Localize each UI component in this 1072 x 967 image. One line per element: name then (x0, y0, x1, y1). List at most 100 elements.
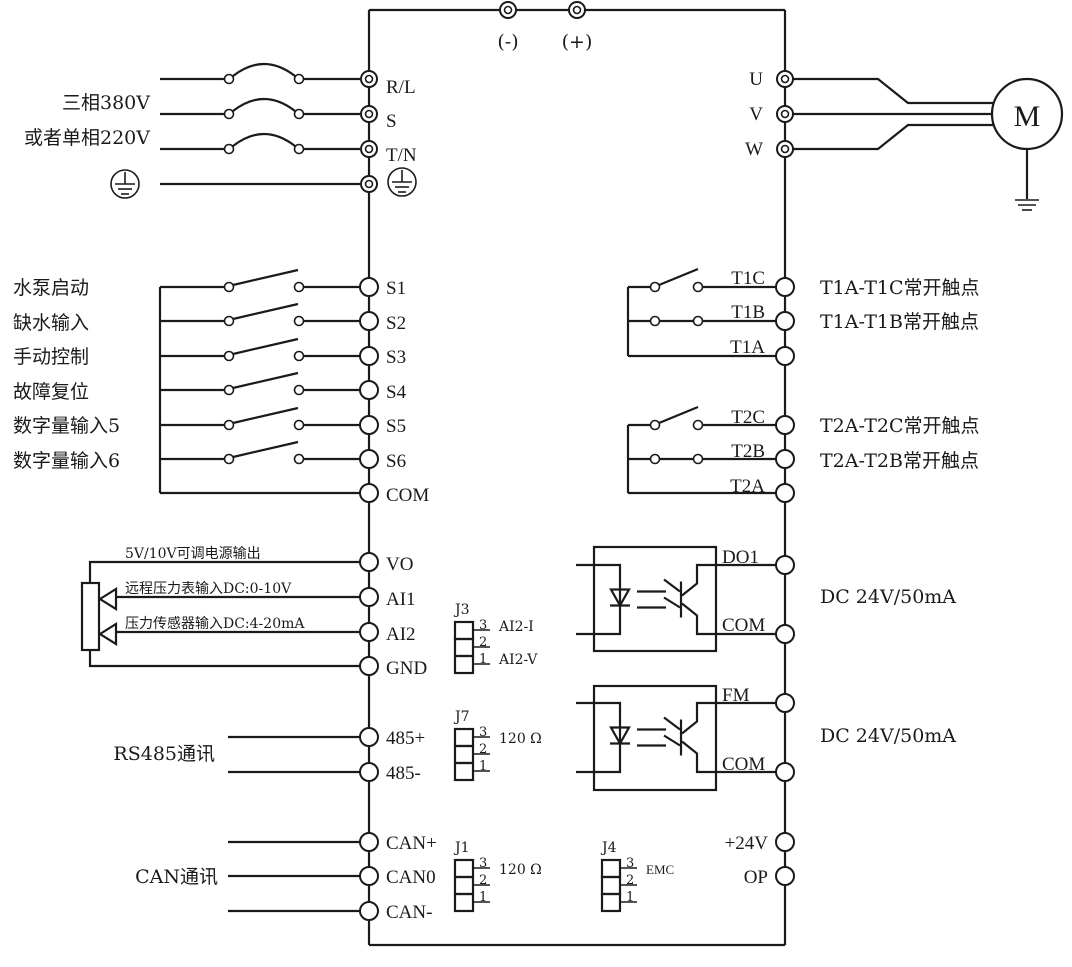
jumper-pin-3: 3 (626, 856, 634, 871)
terminal-label-s3: S3 (386, 347, 406, 368)
terminal-fm[interactable] (775, 693, 795, 713)
terminal-gnd[interactable] (359, 656, 379, 676)
led-icon (609, 726, 631, 746)
power-input-label-1phase: 或者单相220V (24, 127, 150, 149)
can-section: CAN通讯 CAN+ CAN0 CAN- (135, 832, 437, 923)
wire-w (793, 123, 993, 151)
terminal-s5[interactable] (359, 415, 379, 435)
terminal-label-s5: S5 (386, 416, 406, 437)
terminal-t2b[interactable] (775, 449, 795, 469)
terminal-t1a[interactable] (775, 346, 795, 366)
jumper-pin-3: 3 (479, 725, 487, 740)
relay-contact-icon (658, 267, 699, 287)
relay-contact-icon (658, 405, 699, 425)
terminal-com[interactable] (775, 624, 795, 644)
relay1-note-c: T1A-T1C常开触点 (820, 277, 980, 299)
terminal-label-gnd: GND (386, 658, 427, 679)
optocoupler-output-1 (576, 545, 795, 653)
jumper-j7[interactable]: J7 3 2 1 120 Ω (453, 709, 542, 782)
switch-contact-icon (232, 302, 299, 321)
terminal-u[interactable] (776, 70, 794, 88)
jumper-name: J7 (453, 709, 470, 725)
terminal-label-do1: DO1 (722, 547, 759, 568)
terminal-can0[interactable] (359, 866, 379, 886)
jumper-pin-2: 2 (479, 873, 487, 888)
terminal-ai1[interactable] (359, 587, 379, 607)
terminal-label-can-plus: CAN+ (386, 833, 437, 854)
jumper-note-top: AI2-I (498, 619, 534, 635)
input-label-s6: 数字量输入6 (13, 450, 120, 472)
terminal-label-fm: FM (722, 685, 750, 706)
terminal-pe[interactable] (360, 175, 378, 193)
terminal-can-minus[interactable] (359, 901, 379, 921)
jumper-pin-1: 1 (626, 890, 634, 905)
terminal-24v[interactable] (775, 832, 795, 852)
terminal-s3[interactable] (359, 346, 379, 366)
terminal-485-plus[interactable] (359, 727, 379, 747)
terminal-s[interactable] (360, 105, 378, 123)
terminal-com[interactable] (359, 483, 379, 503)
jumper-j4[interactable]: J4 3 2 1 EMC (600, 840, 674, 913)
jumper-pin-2: 2 (626, 873, 634, 888)
digital-inputs-section: 水泵启动 缺水输入 手动控制 故障复位 数字量输入5 数字量输入6 S1 S2 … (13, 268, 429, 506)
aux-power-section: +24V OP (725, 832, 795, 888)
potentiometer-icon (80, 581, 101, 652)
relay-outputs-section: T1C T1B T1A T2C T2B T2A T1A-T1C常开触点 T1A-… (626, 267, 980, 503)
fm-rating: DC 24V/50mA (820, 725, 956, 747)
terminal-s1[interactable] (359, 277, 379, 297)
terminal-t1b[interactable] (775, 311, 795, 331)
terminal-label-ai1: AI1 (386, 589, 416, 610)
terminal-label-t2c: T2C (731, 407, 765, 428)
terminal-vo[interactable] (359, 552, 379, 572)
terminal-label-t1c: T1C (731, 268, 765, 289)
terminal-t2a[interactable] (775, 483, 795, 503)
terminal-s4[interactable] (359, 380, 379, 400)
switch-contact-icon (232, 406, 299, 425)
jumper-pin-3: 3 (479, 856, 487, 871)
terminal-485-minus[interactable] (359, 762, 379, 782)
input-label-s1: 水泵启动 (13, 277, 89, 299)
terminal-label-u: U (749, 69, 763, 90)
protective-earth-icon (110, 169, 140, 199)
terminal-rl[interactable] (360, 70, 378, 88)
terminal-v[interactable] (776, 105, 794, 123)
optocoupler-icon (592, 684, 718, 792)
terminal-w[interactable] (776, 140, 794, 158)
terminal-label-s6: S6 (386, 451, 406, 472)
terminal-label-w: W (745, 139, 763, 160)
terminal-op[interactable] (775, 866, 795, 886)
dc-bus-terminals: (-) (+) (497, 1, 592, 53)
terminal-com[interactable] (775, 762, 795, 782)
terminal-label-t2a: T2A (730, 476, 765, 497)
terminal-can-plus[interactable] (359, 832, 379, 852)
input-switch-s4 (160, 371, 379, 400)
jumper-note-top: EMC (646, 862, 674, 877)
terminal-t2c[interactable] (775, 415, 795, 435)
terminal-label-vo: VO (386, 554, 413, 575)
switch-contact-icon (232, 337, 299, 356)
motor-label: M (1014, 100, 1041, 133)
terminal-ai2[interactable] (359, 622, 379, 642)
ai2-wire-label: 压力传感器输入DC:4-20mA (125, 615, 305, 632)
relay-output-2 (626, 405, 795, 503)
terminal-t1c[interactable] (775, 277, 795, 297)
terminal-label-s4: S4 (386, 382, 407, 403)
drive-outline (367, 8, 787, 947)
relay-output-1 (626, 267, 795, 366)
jumper-pin-3: 3 (479, 618, 487, 633)
terminal-do1[interactable] (775, 555, 795, 575)
terminal-tn[interactable] (360, 140, 378, 158)
optocoupler-output-2 (576, 684, 795, 792)
terminal-label-485-minus: 485- (386, 763, 421, 784)
terminal-label-t1b: T1B (731, 302, 765, 323)
input-switch-s6 (160, 440, 379, 469)
jumper-j1[interactable]: J1 3 2 1 120 Ω (453, 840, 542, 913)
power-input-section: 三相380V 或者单相220V (24, 63, 417, 199)
terminal-s2[interactable] (359, 311, 379, 331)
terminal-label-t2b: T2B (731, 441, 765, 462)
jumper-name: J1 (453, 840, 470, 856)
motor-icon: M (990, 77, 1064, 151)
ground-icon (1015, 149, 1039, 211)
terminal-s6[interactable] (359, 449, 379, 469)
jumper-j3[interactable]: J3 3 2 1 AI2-I AI2-V (453, 602, 538, 675)
